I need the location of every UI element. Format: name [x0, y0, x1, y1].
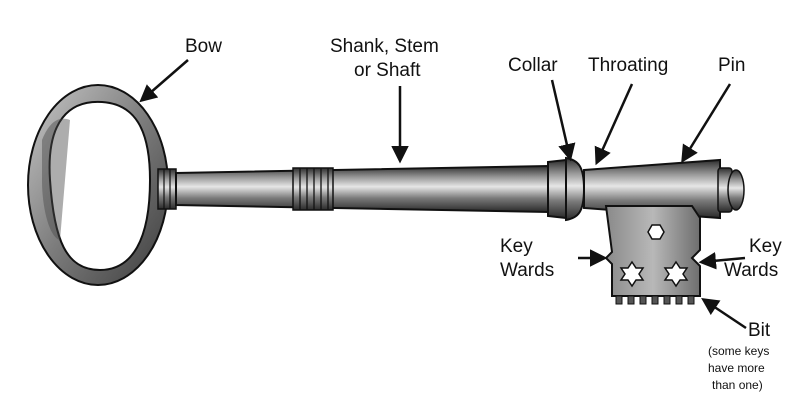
bit: [604, 205, 701, 305]
label-pin: Pin: [718, 55, 746, 76]
label-bit-note-line1: (some keys: [708, 344, 770, 358]
label-bit-note-line3: than one): [712, 378, 763, 392]
label-throating: Throating: [588, 55, 669, 76]
label-shank-line1: Shank, Stem: [330, 36, 439, 57]
bow: [27, 84, 169, 286]
key-wards-right-arrow: [698, 251, 746, 270]
bit-arrow: [701, 298, 747, 330]
collar: [547, 156, 586, 222]
label-key-wards-left-line1: Key: [500, 236, 533, 257]
pointer-arrows: [139, 59, 747, 330]
shank: [175, 164, 549, 214]
collar-arrow: [550, 79, 576, 162]
throating-arrow: [594, 83, 634, 166]
label-key-wards-right-line2: Wards: [724, 260, 779, 281]
star-ward-right: [663, 260, 689, 288]
pin: [583, 158, 745, 220]
label-bow: Bow: [185, 36, 222, 57]
label-key-wards-right-line1: Key: [749, 236, 782, 257]
hexagon-hole: [647, 224, 665, 240]
label-bit: Bit: [748, 320, 771, 341]
pin-arrow: [681, 83, 732, 163]
label-bit-note-line2: have more: [708, 361, 765, 375]
label-shank-line2: or Shaft: [354, 60, 421, 81]
star-ward-left: [619, 260, 645, 288]
label-key-wards-left-line2: Wards: [500, 260, 555, 281]
label-collar: Collar: [508, 55, 558, 76]
bow-neck: [157, 168, 177, 210]
bow-arrow: [139, 59, 189, 103]
